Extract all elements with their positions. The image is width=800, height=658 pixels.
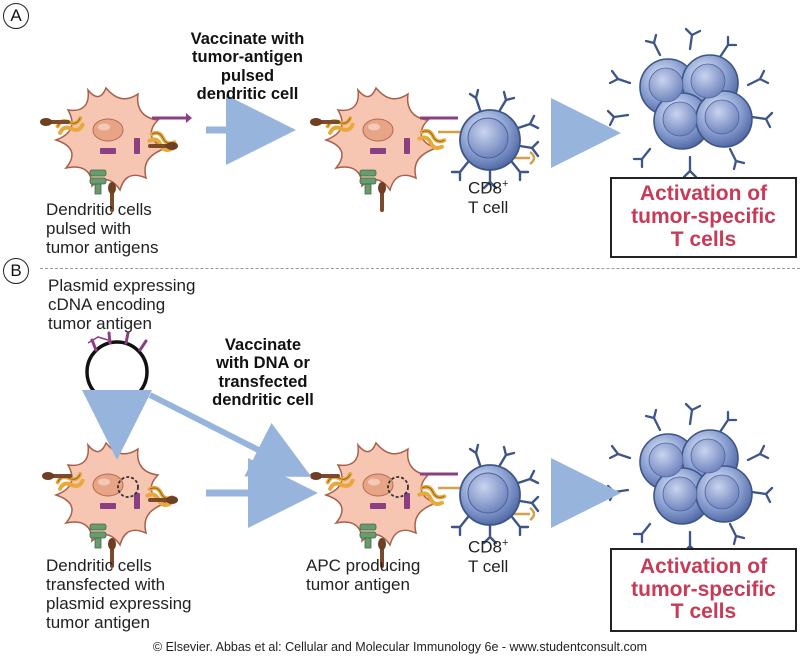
panel-a-activated-t-cells [606,27,774,179]
panel-b-cd8-t-cell [450,443,540,545]
copyright-notice: © Elsevier. Abbas et al: Cellular and Mo… [152,640,648,654]
plasmid-label: Plasmid expressing cDNA encoding tumor a… [48,276,196,334]
plasmid [85,331,149,404]
apc-label: APC producing tumor antigen [306,556,421,595]
panel-a-dc-molecules [38,113,192,212]
panel-b-result-box: Activation of tumor-specific T cells [610,548,797,632]
panel-b-dc-molecules [40,469,180,568]
panel-b-vaccinate-label: Vaccinate with DNA or transfected dendri… [212,336,314,410]
panel-a-letter: A [3,3,29,29]
panel-b-activated-t-cells [606,402,774,554]
panel-a-cd8-t-cell [450,88,540,190]
panel-a-cd8-label: CD8+ T cell [468,178,509,217]
panel-b-letter: B [3,258,29,284]
panel-a-dc-label: Dendritic cells pulsed with tumor antige… [46,200,159,258]
panel-b-cd8-label: CD8+ T cell [468,537,509,576]
panel-a-result-box: Activation of tumor-specific T cells [610,177,797,258]
panel-a-vaccinate-label: Vaccinate with tumor-antigen pulsed dend… [190,30,305,104]
panel-b-arrow-vaccinate-dna [148,392,312,477]
panel-divider [40,268,800,269]
panel-b-dc-label: Dendritic cells transfected with plasmid… [46,556,192,633]
